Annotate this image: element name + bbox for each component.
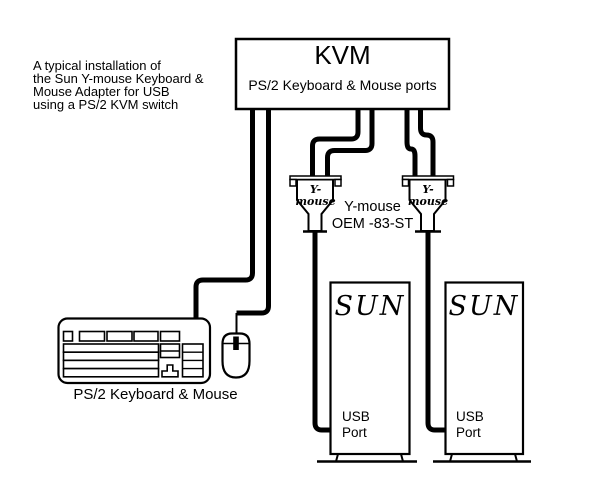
intro-note: A typical installation of the Sun Y-mous… [33,58,204,112]
esc-key [62,330,74,342]
keyboard-mouse-caption: PS/2 Keyboard & Mouse [73,386,238,403]
adapter-flange [401,175,455,181]
right-usb-cable [425,231,449,433]
kvm-box [234,37,451,111]
numpad-dividers [182,351,203,370]
function-key-bar [133,330,159,342]
ymouse-adapter-right-label: Y-mouse [407,183,449,208]
function-key-bar [78,330,106,342]
computer-left-name: SUN [334,291,406,322]
right-adapter-cable-2 [418,107,436,177]
computer-tower-left [317,281,417,463]
usb-port-left-label: USB Port [342,409,370,440]
ymouse-adapter-left [289,175,342,233]
kvm-ports-label: PS/2 Keyboard & Mouse ports [248,77,437,93]
adapter-flange-tab [334,178,342,187]
computer-right-name: SUN [448,291,520,322]
mouse-scroll-wheel [233,336,239,350]
key-row [62,343,160,353]
ymouse-adapter-right [401,175,455,233]
mouse-cable [236,107,271,316]
adapter-flange-tab [289,178,297,187]
tower-body [444,281,525,456]
left-adapter-cable-2 [325,107,375,177]
adapter-flange [289,175,342,181]
keyboard [57,317,212,385]
mouse-body [221,332,251,379]
adapter-model-note: Y-mouse OEM -83-ST [331,199,414,232]
left-adapter-cable-1 [310,107,361,177]
computer-tower-right [433,281,531,463]
function-key-bar [106,330,133,342]
adapter-flange-tab [401,178,410,187]
keyboard-cable [193,107,255,321]
tower-body [329,281,411,456]
right-adapter-cable-1 [404,107,418,177]
usb-port-right-label: USB Port [456,409,484,440]
adapter-flange-tab [446,178,455,187]
arrow-key-cluster [161,364,179,378]
key-row [62,359,160,370]
key-row [62,351,160,362]
left-usb-cable [312,231,334,433]
ymouse-adapter-left-label: Y-mouse [295,183,336,208]
mouse [221,332,251,379]
kvm-title: KVM [314,40,371,70]
function-key-bar [159,330,181,342]
key-row [62,367,160,378]
